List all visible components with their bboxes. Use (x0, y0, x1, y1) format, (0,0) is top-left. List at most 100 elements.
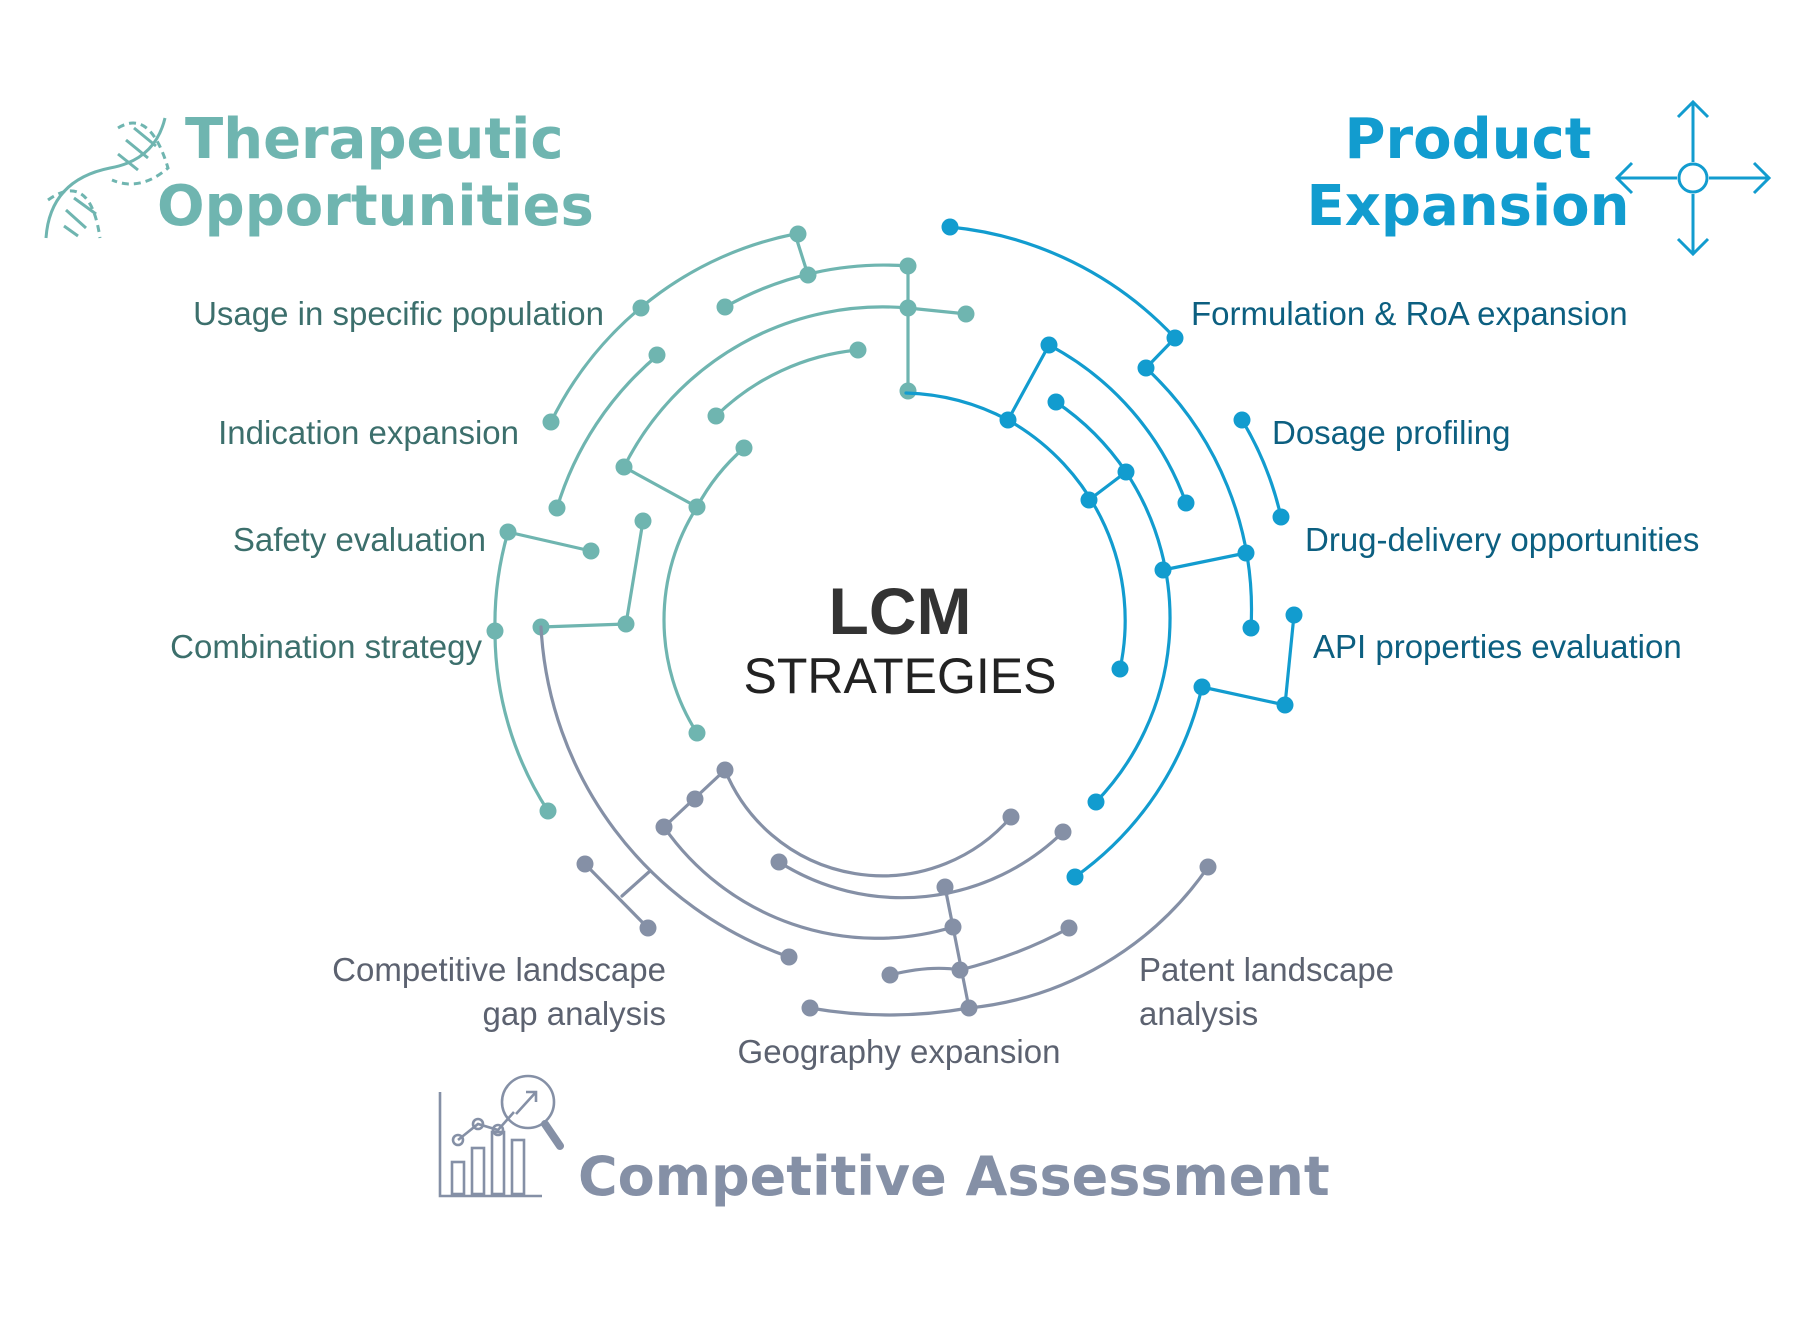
circuit-node (789, 225, 807, 243)
label-patent-landscape-line1: Patent landscape (1139, 951, 1394, 988)
circuit-node (707, 407, 725, 425)
circuit-node (1177, 494, 1195, 512)
therapeutic-circuit (493, 232, 969, 813)
label-indication-expansion: Indication expansion (218, 414, 519, 451)
circuit-trace (662, 505, 699, 735)
circuit-node (1060, 919, 1078, 937)
circuit-node (735, 439, 753, 457)
circuit-node (634, 512, 652, 530)
circuit-trace (1144, 366, 1254, 630)
circuit-trace (967, 865, 1210, 1010)
circuit-node (688, 498, 706, 516)
label-competitive-landscape-line1: Competitive landscape (332, 951, 666, 988)
circuit-node (1193, 678, 1211, 696)
circuit-trace (1047, 343, 1188, 505)
circuit-node (639, 919, 657, 937)
circuit-trace (583, 862, 650, 930)
circuit-node (941, 218, 959, 236)
circuit-node (716, 761, 734, 779)
circuit-trace (808, 1006, 971, 1017)
circuit-trace (777, 830, 1065, 900)
circuit-trace (662, 825, 955, 940)
circuit-trace (624, 519, 645, 626)
circuit-node (1233, 411, 1251, 429)
circuit-node (801, 999, 819, 1017)
label-api-properties-evaluation: API properties evaluation (1313, 628, 1682, 665)
competitive-title: Competitive Assessment (578, 1145, 1330, 1208)
circuit-node (1087, 793, 1105, 811)
circuit-node (881, 966, 899, 984)
circuit-trace (1094, 470, 1172, 804)
circuit-node (539, 802, 557, 820)
circuit-node (542, 413, 560, 431)
circuit-trace (1006, 418, 1127, 671)
product-title-line1: Product (1344, 107, 1591, 172)
circuit-node (686, 790, 704, 808)
circuit-node (999, 411, 1017, 429)
circuit-node (1111, 660, 1129, 678)
circuit-trace (723, 263, 910, 309)
label-drug-delivery-opportunities: Drug-delivery opportunities (1305, 521, 1699, 558)
product-circuit (904, 225, 1296, 879)
circuit-node (936, 878, 954, 896)
circuit-node (615, 458, 633, 476)
circuit-trace (620, 869, 652, 898)
circuit-node (1066, 868, 1084, 886)
circuit-node (1166, 329, 1184, 347)
circuit-node (1117, 463, 1135, 481)
circuit-node (799, 266, 817, 284)
circuit-node (1002, 808, 1020, 826)
circuit-node (486, 622, 504, 640)
circuit-trace (1161, 551, 1248, 572)
circuit-node (957, 305, 975, 323)
circuit-trace (695, 446, 746, 509)
label-safety-evaluation: Safety evaluation (233, 521, 486, 558)
circuit-node (899, 257, 917, 275)
circuit-node (1054, 823, 1072, 841)
circuit-node (1276, 696, 1294, 714)
expand-arrows-icon (1614, 99, 1772, 257)
circuit-node (655, 818, 673, 836)
circuit-node (951, 961, 969, 979)
circuit-trace (1054, 400, 1128, 474)
circuit-node (899, 382, 917, 400)
circuit-trace (1283, 613, 1296, 707)
product-nodes (941, 218, 1303, 886)
label-combination-strategy: Combination strategy (170, 628, 482, 665)
circuit-node (688, 724, 706, 742)
circuit-trace (493, 530, 510, 633)
label-patent-landscape-line2: analysis (1139, 995, 1258, 1032)
circuit-node (576, 855, 594, 873)
circuit-trace (906, 306, 969, 316)
therapeutic-title-line2: Opportunities (157, 174, 594, 239)
circuit-node (499, 523, 517, 541)
circuit-node (1040, 336, 1058, 354)
circuit-node (716, 298, 734, 316)
circuit-trace (539, 622, 628, 629)
competitive-nodes (576, 761, 1217, 1017)
dna-icon (44, 117, 170, 239)
circuit-node (617, 615, 635, 633)
circuit-node (849, 341, 867, 359)
circuit-node (1047, 393, 1065, 411)
circuit-trace (904, 391, 1010, 422)
label-competitive-landscape-line2: gap analysis (483, 995, 666, 1032)
circuit-trace (539, 625, 791, 959)
circuit-node (899, 299, 917, 317)
circuit-trace (622, 465, 699, 509)
circuit-node (1199, 858, 1217, 876)
circuit-node (944, 918, 962, 936)
product-title-line2: Expansion (1307, 174, 1630, 239)
therapeutic-title-line1: Therapeutic (185, 107, 564, 172)
label-formulation-roa-expansion: Formulation & RoA expansion (1191, 295, 1628, 332)
circuit-node (548, 499, 566, 517)
circuit-trace (948, 225, 1177, 340)
circuit-trace (958, 926, 1071, 972)
circuit-node (1080, 491, 1098, 509)
circuit-node (632, 299, 650, 317)
circuit-trace (506, 530, 593, 553)
circuit-trace (723, 768, 1013, 878)
circuit-trace (1200, 685, 1287, 707)
circuit-node (1272, 508, 1290, 526)
